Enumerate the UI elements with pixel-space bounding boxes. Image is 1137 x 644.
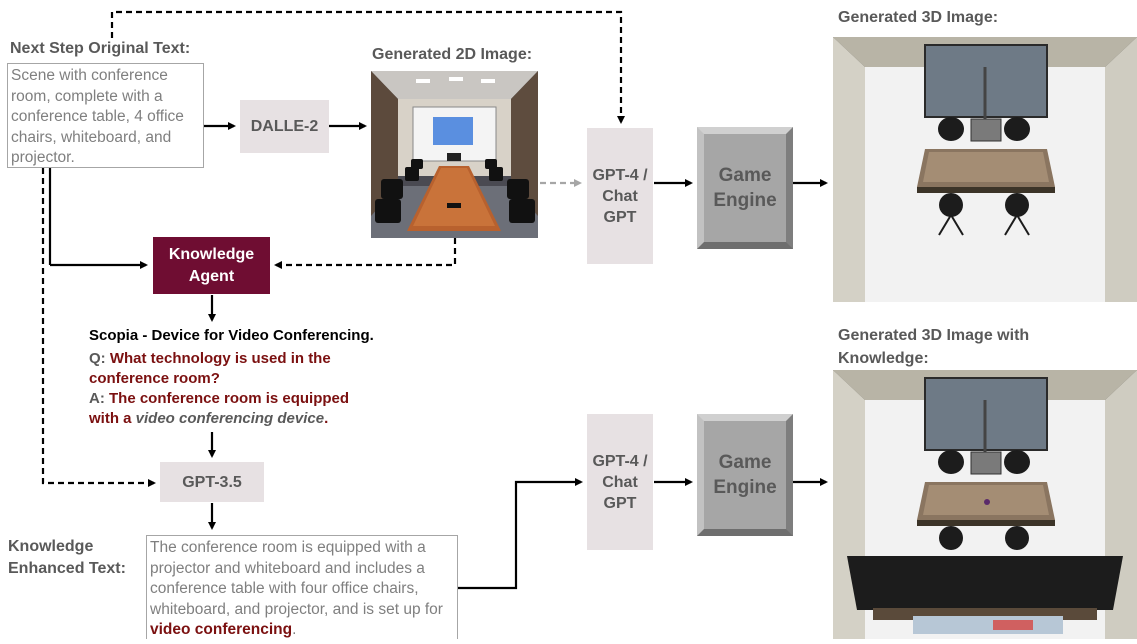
dalle-box: DALLE-2 xyxy=(240,100,329,153)
arrow-enhanced-to-gpt4 xyxy=(458,478,583,590)
generated-3d-heading: Generated 3D Image: xyxy=(838,9,999,26)
arrow-dashed-to-gpt35 xyxy=(41,168,156,487)
knowledge-agent-box: Knowledge Agent xyxy=(153,237,270,294)
scopia-label: Scopia - Device for Video Conferencing. xyxy=(89,327,374,344)
arrow-image-to-agent xyxy=(274,238,457,269)
qa-block: Q: What technology is used in the confer… xyxy=(89,349,379,429)
question-line: Q: What technology is used in the confer… xyxy=(89,350,331,387)
game-engine-bottom-box: Game Engine xyxy=(697,414,793,536)
original-text-box: Scene with conference room, complete wit… xyxy=(7,63,204,168)
arrow-top-dashed-loop xyxy=(110,10,625,124)
generated-2d-heading: Generated 2D Image: xyxy=(372,46,533,63)
gpt4-top-box: GPT-4 / Chat GPT xyxy=(587,128,653,264)
generated-3d-knowledge-heading: Generated 3D Image with Knowledge: xyxy=(838,327,1030,367)
generated-2d-image xyxy=(371,71,538,238)
enhanced-text-box: The conference room is equipped with a p… xyxy=(146,535,458,639)
next-step-heading: Next Step Original Text: xyxy=(10,40,191,57)
knowledge-enhanced-label: Knowledge Enhanced Text: xyxy=(8,538,126,577)
gpt35-box: GPT-3.5 xyxy=(160,462,264,502)
gpt4-bottom-box: GPT-4 / Chat GPT xyxy=(587,414,653,550)
generated-3d-knowledge-image xyxy=(833,370,1137,639)
generated-3d-image xyxy=(833,37,1137,302)
game-engine-top-box: Game Engine xyxy=(697,127,793,249)
answer-line: A: The conference room is equipped with … xyxy=(89,390,350,427)
